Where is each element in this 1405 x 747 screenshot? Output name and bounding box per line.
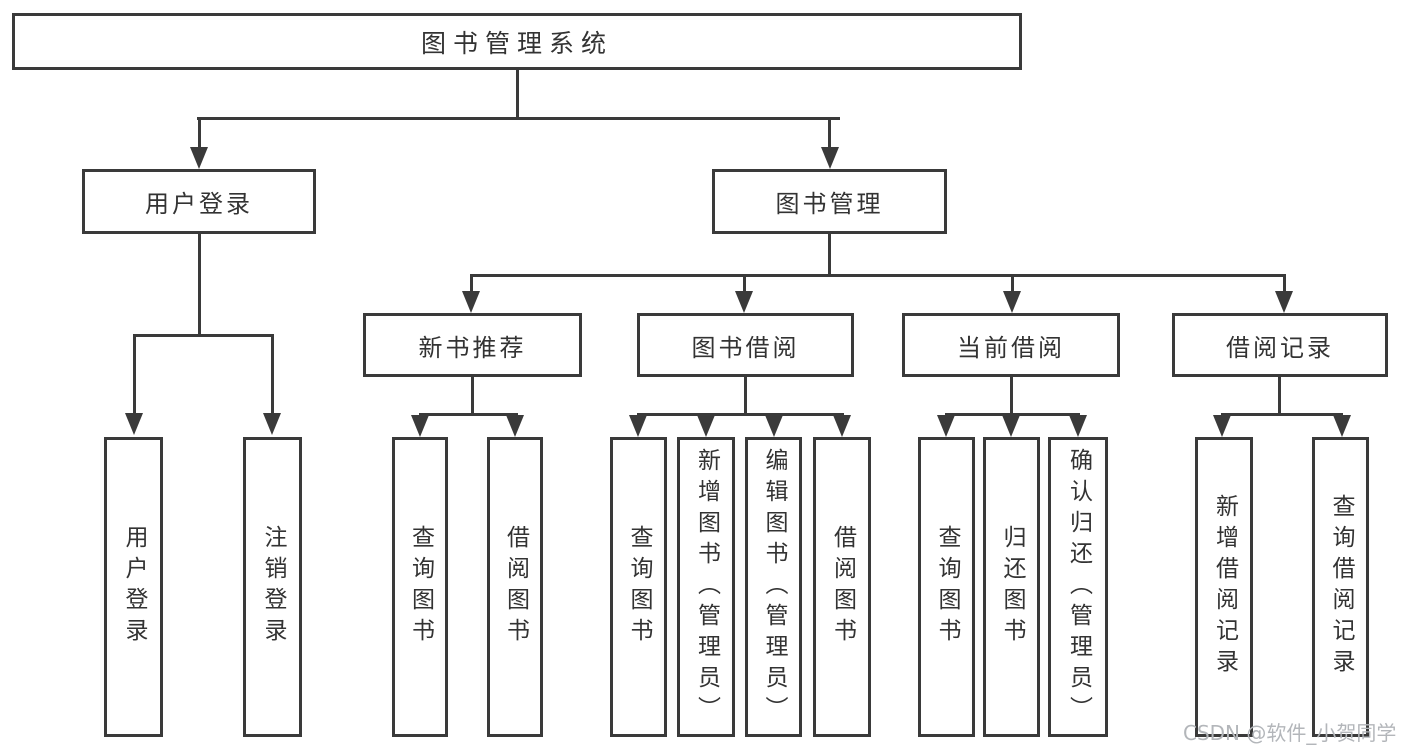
arrowhead <box>697 415 715 437</box>
connector-bookmgmt-drop <box>470 274 473 293</box>
connector-bookmgmt-drop <box>1011 274 1014 293</box>
arrowhead <box>411 415 429 437</box>
arrowhead <box>937 415 955 437</box>
node-book-borrowing: 图书借阅 <box>637 313 854 377</box>
node-label: 新书推荐 <box>418 333 527 362</box>
node-new-book-recommendation: 新书推荐 <box>363 313 582 377</box>
connector-borrowing-stem <box>744 377 747 416</box>
node-label: 归还图书 <box>999 525 1025 649</box>
node-book-management: 图书管理 <box>712 169 947 234</box>
node-library-system: 图书管理系统 <box>12 13 1022 70</box>
connector-current-stem <box>1010 377 1013 416</box>
node-add-borrow-record: 新增借阅记录 <box>1195 437 1253 737</box>
arrowhead <box>821 147 839 169</box>
connector-bookmgmt-drop <box>1283 274 1286 293</box>
node-label: 查询借阅记录 <box>1328 494 1354 680</box>
node-borrow-books-recommend: 借阅图书 <box>487 437 543 737</box>
arrowhead <box>125 413 143 435</box>
arrowhead <box>1333 415 1351 437</box>
arrowhead <box>190 147 208 169</box>
arrowhead <box>1002 415 1020 437</box>
node-label: 图书管理系统 <box>420 28 613 58</box>
node-label: 图书借阅 <box>691 333 800 362</box>
arrowhead <box>462 291 480 313</box>
arrowhead <box>1069 415 1087 437</box>
node-confirm-return-admin: 确认归还（管理员） <box>1048 437 1108 737</box>
node-label: 借阅图书 <box>829 525 856 649</box>
connector-root-right-drop <box>828 117 831 150</box>
node-label: 查询图书 <box>934 525 960 649</box>
connector-userlogin-branch <box>134 334 274 337</box>
connector-borrowing-branch <box>637 413 844 416</box>
node-edit-books-admin: 编辑图书（管理员） <box>745 437 802 737</box>
connector-bookmgmt-branch <box>470 274 1286 277</box>
node-label: 图书管理 <box>775 190 884 218</box>
node-label: 编辑图书（管理员） <box>761 447 787 727</box>
csdn-watermark: CSDN @软件_小贺同学 <box>1183 721 1397 745</box>
node-label: 借阅图书 <box>502 525 529 649</box>
node-add-books-admin: 新增图书（管理员） <box>677 437 735 737</box>
node-label: 当前借阅 <box>957 333 1065 362</box>
node-query-books-recommend: 查询图书 <box>392 437 448 737</box>
connector-current-branch <box>945 413 1080 416</box>
node-query-books-borrowing: 查询图书 <box>610 437 667 737</box>
node-label: 查询图书 <box>407 525 434 649</box>
node-label: 查询图书 <box>626 525 652 649</box>
node-borrowing-records: 借阅记录 <box>1172 313 1388 377</box>
connector-recommend-branch <box>419 413 518 416</box>
arrowhead <box>629 415 647 437</box>
node-label: 用户登录 <box>145 190 253 218</box>
node-label: 确认归还（管理员） <box>1065 447 1092 727</box>
connector-userlogin-drop <box>271 334 274 415</box>
connector-bookmgmt-drop <box>743 274 746 293</box>
connector-records-stem <box>1278 377 1281 416</box>
node-label: 借阅记录 <box>1226 333 1334 362</box>
node-query-books-current: 查询图书 <box>918 437 975 737</box>
connector-root-left-drop <box>198 117 201 150</box>
arrowhead <box>263 413 281 435</box>
node-logout: 注销登录 <box>243 437 302 737</box>
arrowhead <box>833 415 851 437</box>
connector-userlogin-drop <box>133 334 136 415</box>
connector-root-stem <box>516 70 519 120</box>
node-user-login-leaf: 用户登录 <box>104 437 163 737</box>
node-return-books: 归还图书 <box>983 437 1040 737</box>
arrowhead <box>735 291 753 313</box>
connector-bookmgmt-stem <box>828 234 831 277</box>
node-label: 新增图书（管理员） <box>693 447 720 727</box>
connector-root-branch <box>197 117 840 120</box>
node-user-login: 用户登录 <box>82 169 316 234</box>
arrowhead <box>1275 291 1293 313</box>
node-label: 新增借阅记录 <box>1211 494 1238 680</box>
node-query-borrow-record: 查询借阅记录 <box>1312 437 1369 737</box>
arrowhead <box>765 415 783 437</box>
connector-userlogin-stem <box>198 234 201 337</box>
connector-records-branch <box>1221 413 1343 416</box>
node-label: 用户登录 <box>121 525 147 649</box>
node-label: 注销登录 <box>260 525 286 649</box>
node-borrow-books: 借阅图书 <box>813 437 871 737</box>
arrowhead <box>506 415 524 437</box>
connector-recommend-stem <box>471 377 474 416</box>
arrowhead <box>1213 415 1231 437</box>
node-current-borrowing: 当前借阅 <box>902 313 1120 377</box>
arrowhead <box>1003 291 1021 313</box>
